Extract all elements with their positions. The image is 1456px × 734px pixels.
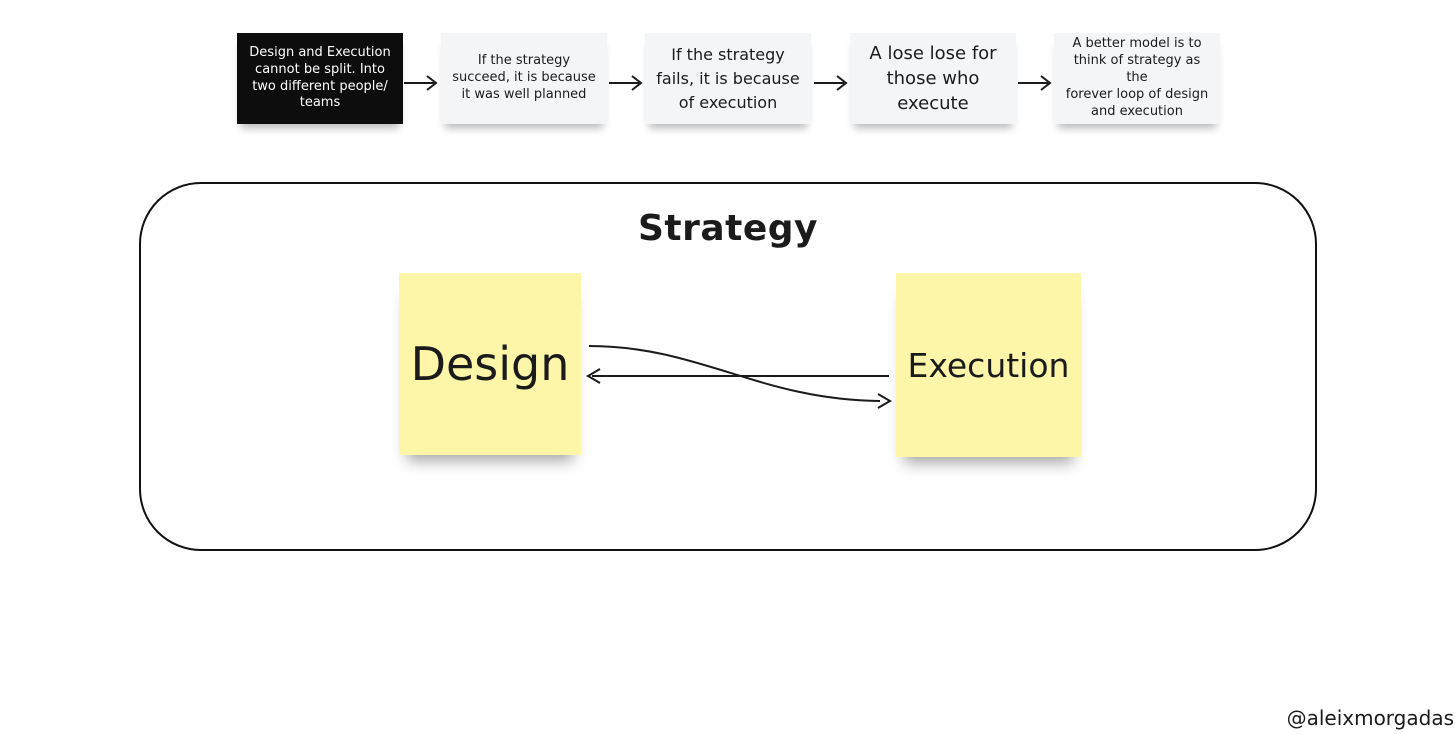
flow-note-4: A lose lose for those who execute: [850, 33, 1016, 124]
flow-note-4-line-3: execute: [897, 93, 969, 115]
flow-note-4-line-1: A lose lose for: [869, 42, 997, 64]
flow-note-5-line-2: think of strategy as the: [1073, 53, 1201, 86]
flow-note-2-line-1: If the strategy: [477, 53, 571, 69]
execution-sticky: Execution: [896, 273, 1081, 457]
flow-note-3-line-3: of execution: [678, 92, 778, 112]
flow-note-3-line-2: fails, it is because: [656, 68, 800, 88]
flow-note-1-line-4: teams: [299, 95, 341, 111]
flow-arrow-4: [1018, 75, 1052, 91]
flow-arrow-2: [609, 75, 643, 91]
flow-note-1-line-3: two different people/: [252, 78, 388, 94]
flow-note-2-line-2: succeed, it is because: [452, 70, 596, 86]
flow-note-5: A better model is to think of strategy a…: [1054, 33, 1220, 124]
flow-note-2: If the strategy succeed, it is because i…: [441, 33, 607, 124]
design-label: Design: [410, 337, 570, 391]
flow-note-5-line-1: A better model is to: [1072, 36, 1202, 52]
strategy-title: Strategy: [637, 208, 819, 249]
strategy-frame: [139, 182, 1317, 551]
flow-note-5-line-4: and execution: [1091, 103, 1183, 119]
flow-note-1: Design and Execution cannot be split. In…: [237, 33, 403, 124]
execution-label: Execution: [907, 345, 1070, 385]
flow-note-4-line-2: those who: [886, 67, 980, 89]
flow-note-5-line-3: forever loop of design: [1065, 86, 1209, 102]
author-handle: @aleixmorgadas: [1286, 706, 1454, 730]
flow-arrow-3: [814, 75, 848, 91]
design-sticky: Design: [399, 273, 581, 455]
flow-arrow-1: [404, 75, 438, 91]
flow-note-1-line-2: cannot be split. Into: [255, 61, 385, 77]
flow-note-3-line-1: If the strategy: [671, 44, 785, 64]
flow-note-1-line-1: Design and Execution: [249, 44, 391, 60]
flow-note-3: If the strategy fails, it is because of …: [645, 33, 811, 124]
flow-note-2-line-3: it was well planned: [461, 86, 587, 102]
